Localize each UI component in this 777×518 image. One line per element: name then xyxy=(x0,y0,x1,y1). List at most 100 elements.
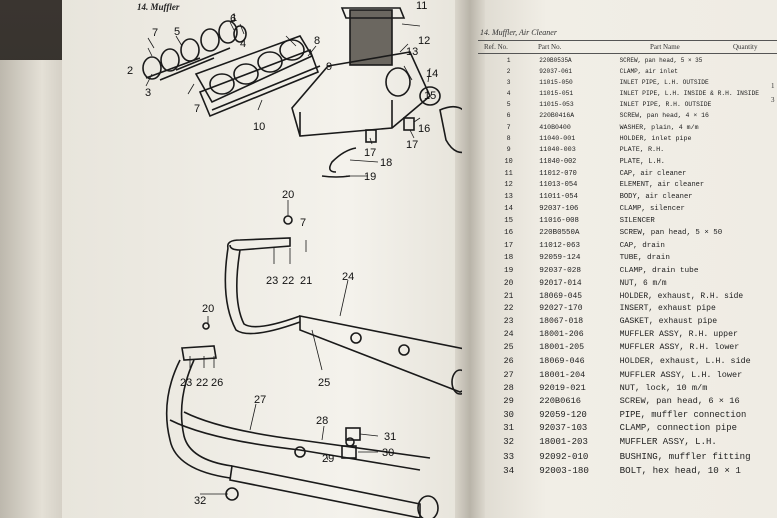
diagram-callouts: 1 2 3 4 5 6 7 7 8 9 10 11 12 13 14 15 16… xyxy=(127,0,438,507)
part-number-cell: 410B0400 xyxy=(539,123,571,131)
ref-cell: 7 xyxy=(506,123,511,131)
page-edge-mark: 1 xyxy=(771,82,775,90)
part-number-cell: 92037-103 xyxy=(539,423,588,434)
part-number-cell: 11015-053 xyxy=(539,101,574,109)
part-number-cell: 18001-204 xyxy=(539,369,586,380)
callout-label: 20 xyxy=(202,303,214,315)
exploded-parts-diagram: 1 2 3 4 5 6 7 7 8 9 10 11 12 13 14 15 16… xyxy=(127,0,462,518)
callout-label: 3 xyxy=(145,87,151,99)
callout-label: 7 xyxy=(152,27,158,39)
part-name-cell: PLATE, L.H. xyxy=(619,158,665,167)
part-name-cell: CLAMP, air inlet xyxy=(619,68,678,76)
part-number-cell: 18069-046 xyxy=(539,356,585,367)
part-name-cell: CLAMP, silencer xyxy=(619,205,685,214)
col-header-part-name: Part Name xyxy=(650,43,680,51)
callout-label: 16 xyxy=(418,123,430,135)
callout-label: 25 xyxy=(318,377,330,389)
callout-label: 14 xyxy=(426,68,438,80)
part-name-cell: SCREW, pan head, 5 × 35 xyxy=(619,57,703,65)
part-name-cell: PIPE, muffler connection xyxy=(619,409,747,420)
ref-cell: 11 xyxy=(504,169,513,178)
table-rule-header xyxy=(478,53,777,54)
ref-cell: 26 xyxy=(503,356,514,367)
part-number-cell: 18001-203 xyxy=(539,437,588,448)
callout-label: 5 xyxy=(174,26,180,38)
ref-cell: 8 xyxy=(506,134,511,143)
callout-label: 17 xyxy=(406,139,418,151)
right-page xyxy=(470,0,777,518)
part-number-cell: 11012-070 xyxy=(539,169,577,178)
part-number-cell: 18001-206 xyxy=(539,330,584,340)
part-number-cell: 11015-051 xyxy=(539,90,574,98)
callout-label: 28 xyxy=(316,415,328,427)
callout-label: 31 xyxy=(384,431,396,443)
callout-label: 17 xyxy=(364,147,376,159)
part-number-cell: 92037-061 xyxy=(539,68,573,76)
part-number-cell: 11040-003 xyxy=(539,146,576,155)
part-name-cell: ELEMENT, air cleaner xyxy=(619,181,705,190)
left-section-title: 14. Muffler xyxy=(137,2,180,12)
ref-cell: 27 xyxy=(503,369,514,380)
callout-label: 22 xyxy=(196,377,208,389)
ref-cell: 12 xyxy=(504,181,513,190)
ref-cell: 29 xyxy=(503,396,514,407)
callout-label: 4 xyxy=(240,38,246,50)
ref-cell: 3 xyxy=(506,79,511,87)
ref-cell: 17 xyxy=(504,241,514,250)
page-edge-mark: 3 xyxy=(771,96,775,104)
callout-label: 32 xyxy=(194,495,206,507)
ref-cell: 31 xyxy=(503,423,514,434)
part-name-cell: MUFFLER ASSY, L.H. lower xyxy=(619,369,743,380)
part-number-cell: 92019-021 xyxy=(539,382,586,393)
part-name-cell: SCREW, pan head, 6 × 16 xyxy=(619,396,740,407)
part-number-cell: 92037-028 xyxy=(539,266,582,275)
part-number-cell: 18069-045 xyxy=(539,291,583,301)
part-number-cell: 11015-050 xyxy=(539,79,573,87)
callout-label: 8 xyxy=(314,35,320,47)
ref-cell: 4 xyxy=(506,90,511,98)
callout-label: 26 xyxy=(211,377,223,389)
part-name-cell: WASHER, plain, 4 m/m xyxy=(619,123,699,131)
table-rule-top xyxy=(478,40,777,41)
callout-label: 6 xyxy=(230,13,236,25)
part-name-cell: CAP, air cleaner xyxy=(619,169,687,178)
parts-row: 7 410B0400 WASHER, plain, 4 m/m xyxy=(478,122,777,133)
callout-label: 1 xyxy=(231,12,237,24)
callout-label: 9 xyxy=(326,61,332,73)
callout-label: 22 xyxy=(282,275,294,287)
part-number-cell: 11011-054 xyxy=(539,193,578,202)
callout-label: 27 xyxy=(254,394,266,406)
ref-cell: 24 xyxy=(503,330,514,340)
ref-cell: 9 xyxy=(506,146,511,155)
callout-label: 24 xyxy=(342,271,354,283)
part-number-cell: 220B0616 xyxy=(539,396,582,407)
ref-cell: 13 xyxy=(504,193,513,202)
col-header-quantity: Quantity xyxy=(733,43,758,51)
part-name-cell: INSERT, exhaust pipe xyxy=(619,304,716,314)
part-number-cell: 92017-014 xyxy=(539,279,582,289)
callout-label: 2 xyxy=(127,65,133,77)
part-name-cell: MUFFLER ASSY, L.H. xyxy=(619,437,717,448)
right-section-title: 14. Muffler, Air Cleaner xyxy=(480,28,557,37)
part-name-cell: SILENCER xyxy=(619,217,655,226)
callout-label: 11 xyxy=(416,0,427,12)
ref-cell: 22 xyxy=(503,304,514,314)
parts-row: 29 220B0616 SCREW, pan head, 6 × 16 xyxy=(478,395,777,409)
callout-label: 23 xyxy=(180,377,192,389)
ref-cell: 5 xyxy=(506,101,511,109)
